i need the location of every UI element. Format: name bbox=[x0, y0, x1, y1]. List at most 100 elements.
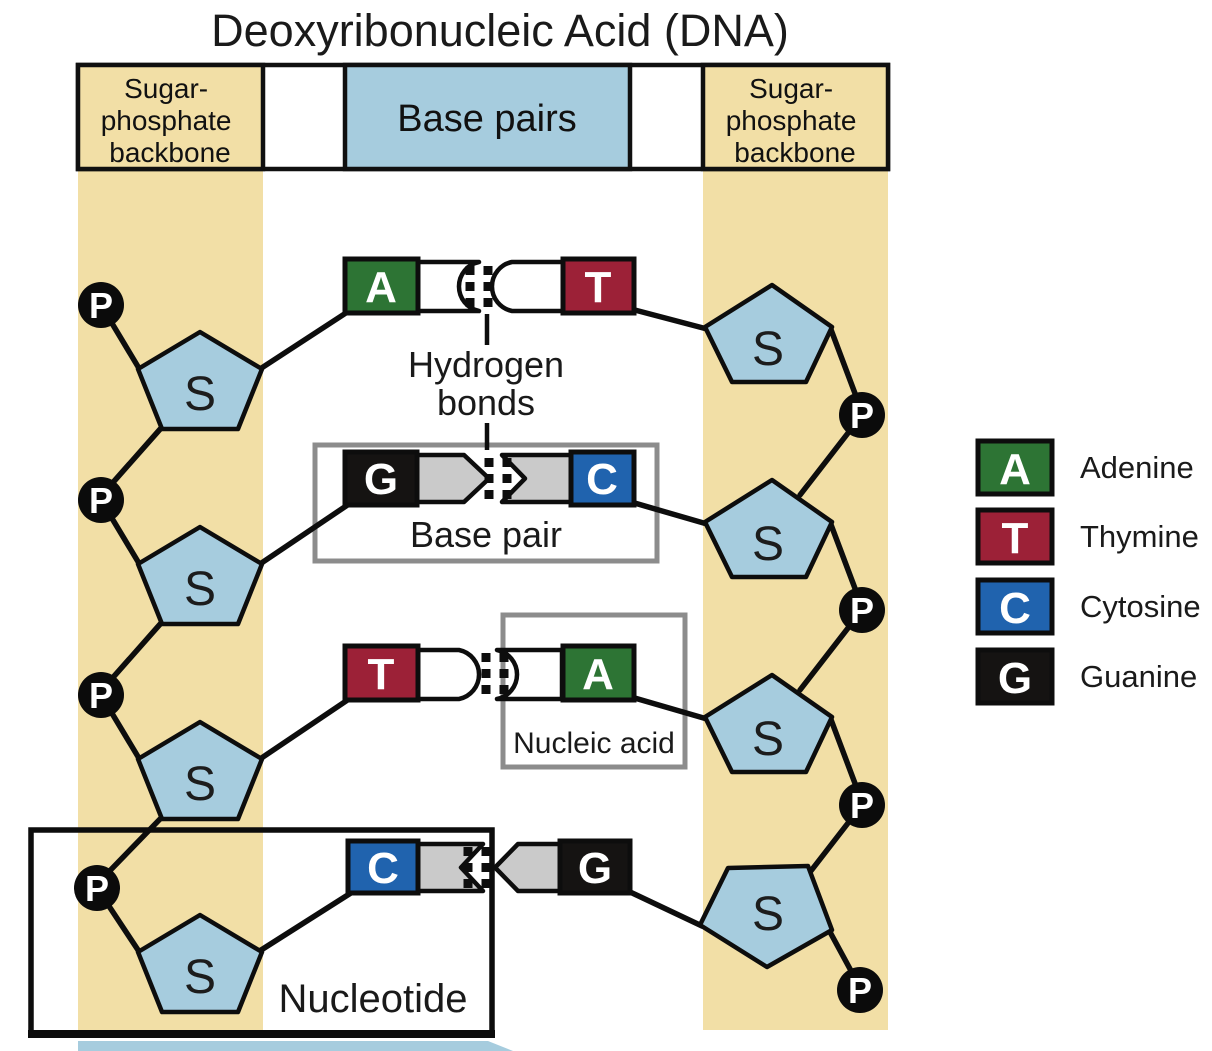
sugar-pentagon bbox=[697, 863, 835, 970]
legend-swatch-adenine bbox=[975, 438, 1055, 497]
phosphate-circles: P P P P P P P P bbox=[74, 282, 885, 1013]
base-letter: A bbox=[582, 650, 614, 699]
sugar-label: S bbox=[184, 758, 216, 811]
sugar-label: S bbox=[184, 951, 216, 1004]
base-letter: T bbox=[585, 263, 612, 312]
legend-letter: T bbox=[1002, 514, 1029, 563]
hydrogen-bonds-label-line2: bonds bbox=[437, 382, 535, 423]
base-box-cytosine bbox=[345, 838, 421, 896]
header-label-line: phosphate bbox=[101, 105, 232, 136]
bottom-ribbon bbox=[78, 1041, 513, 1051]
sugar-pentagon bbox=[135, 329, 265, 432]
sugar-pentagon bbox=[135, 912, 265, 1015]
base-box-adenine bbox=[342, 256, 421, 316]
phosphate-circle bbox=[837, 967, 883, 1013]
base-connector-notch bbox=[415, 259, 482, 314]
bond-line bbox=[257, 694, 355, 762]
header-right-backbone-label: Sugar- phosphate backbone bbox=[726, 73, 865, 168]
bond-line bbox=[628, 499, 710, 527]
base-box-thymine bbox=[342, 643, 421, 703]
legend-swatch-thymine bbox=[975, 507, 1055, 566]
sugar-label: S bbox=[752, 518, 784, 571]
sugar-label: S bbox=[752, 888, 784, 941]
bond-line bbox=[628, 306, 710, 332]
legend-name-cytosine: Cytosine bbox=[1080, 589, 1201, 624]
phosphate-label: P bbox=[89, 285, 113, 326]
header-label-line: phosphate bbox=[726, 105, 857, 136]
legend-swatch-cytosine bbox=[975, 577, 1055, 636]
phosphate-circle bbox=[839, 782, 885, 828]
legend-name-thymine: Thymine bbox=[1080, 519, 1199, 554]
header-base-pairs-label: Base pairs bbox=[397, 98, 577, 140]
phosphate-label: P bbox=[89, 675, 113, 716]
base-letter: C bbox=[367, 844, 399, 893]
sugar-label: S bbox=[184, 563, 216, 616]
phosphate-label: P bbox=[89, 480, 113, 521]
base-pair-row-4: C G bbox=[345, 838, 633, 896]
sugar-pentagon bbox=[135, 524, 265, 627]
base-box-adenine bbox=[560, 643, 637, 703]
base-pair-row-1: A T bbox=[342, 256, 637, 316]
hydrogen-bonds-label-line1: Hydrogen bbox=[408, 344, 564, 385]
sugar-pentagon bbox=[702, 282, 835, 385]
header-left-backbone-box bbox=[75, 62, 266, 172]
legend-swatch-guanine bbox=[975, 647, 1055, 706]
base-connector-notch bbox=[499, 452, 574, 505]
phosphate-label: P bbox=[850, 395, 874, 436]
header-label-line: backbone bbox=[734, 137, 855, 168]
base-letter: G bbox=[578, 844, 612, 893]
base-letter: T bbox=[368, 650, 395, 699]
nucleotide-label: Nucleotide bbox=[278, 977, 467, 1021]
nucleic-acid-label: Nucleic acid bbox=[513, 727, 675, 760]
header-left-backbone-label: Sugar- phosphate backbone bbox=[101, 73, 240, 168]
sugar-pentagon bbox=[702, 672, 835, 775]
sugar-label: S bbox=[184, 368, 216, 421]
sugar-pentagons: S S S S S S S S bbox=[135, 282, 835, 1015]
base-connector-plug bbox=[415, 647, 482, 702]
base-pair-label: Base pair bbox=[410, 514, 562, 555]
bond-line bbox=[255, 888, 357, 955]
base-pair-row-2: G C bbox=[342, 449, 637, 508]
sugar-label: S bbox=[752, 713, 784, 766]
base-pair-row-3: T A bbox=[342, 643, 637, 703]
legend-name-adenine: Adenine bbox=[1080, 450, 1194, 485]
header-base-pairs-box bbox=[342, 62, 633, 172]
bond-line bbox=[257, 499, 355, 567]
header-label-line: Sugar- bbox=[124, 73, 208, 104]
header-label-line: backbone bbox=[109, 137, 230, 168]
phosphate-label: P bbox=[850, 590, 874, 631]
header-bar: Sugar- phosphate backbone Base pairs Sug… bbox=[75, 62, 891, 172]
phosphate-circle bbox=[78, 477, 124, 523]
bond-line bbox=[257, 306, 355, 372]
bond-line bbox=[625, 888, 705, 929]
bond-line bbox=[628, 694, 710, 722]
phosphate-circle bbox=[839, 587, 885, 633]
base-box-guanine bbox=[557, 838, 633, 896]
phosphate-label: P bbox=[848, 970, 872, 1011]
legend: A T C G Adenine Thymine Cytosine Guanine bbox=[975, 438, 1201, 706]
header-label-line: Sugar- bbox=[749, 73, 833, 104]
sugar-pentagon bbox=[702, 477, 835, 580]
legend-letter: A bbox=[999, 445, 1031, 494]
phosphate-label: P bbox=[850, 785, 874, 826]
phosphate-circle bbox=[839, 392, 885, 438]
sugar-pentagon bbox=[135, 719, 265, 822]
sugar-label: S bbox=[752, 323, 784, 376]
base-connector-plug bbox=[489, 259, 566, 314]
base-box-thymine bbox=[560, 256, 637, 316]
phosphate-circle bbox=[78, 672, 124, 718]
base-letter: G bbox=[364, 455, 398, 504]
legend-name-guanine: Guanine bbox=[1080, 659, 1197, 694]
phosphate-label: P bbox=[85, 868, 109, 909]
base-box-cytosine bbox=[568, 449, 637, 508]
legend-letter: C bbox=[999, 584, 1031, 633]
page-title: Deoxyribonucleic Acid (DNA) bbox=[211, 5, 789, 56]
base-letter: A bbox=[365, 263, 397, 312]
legend-letter: G bbox=[998, 654, 1032, 703]
phosphate-circle bbox=[74, 865, 120, 911]
base-letter: C bbox=[586, 455, 618, 504]
base-box-guanine bbox=[342, 449, 420, 508]
header-right-backbone-box bbox=[700, 62, 891, 172]
